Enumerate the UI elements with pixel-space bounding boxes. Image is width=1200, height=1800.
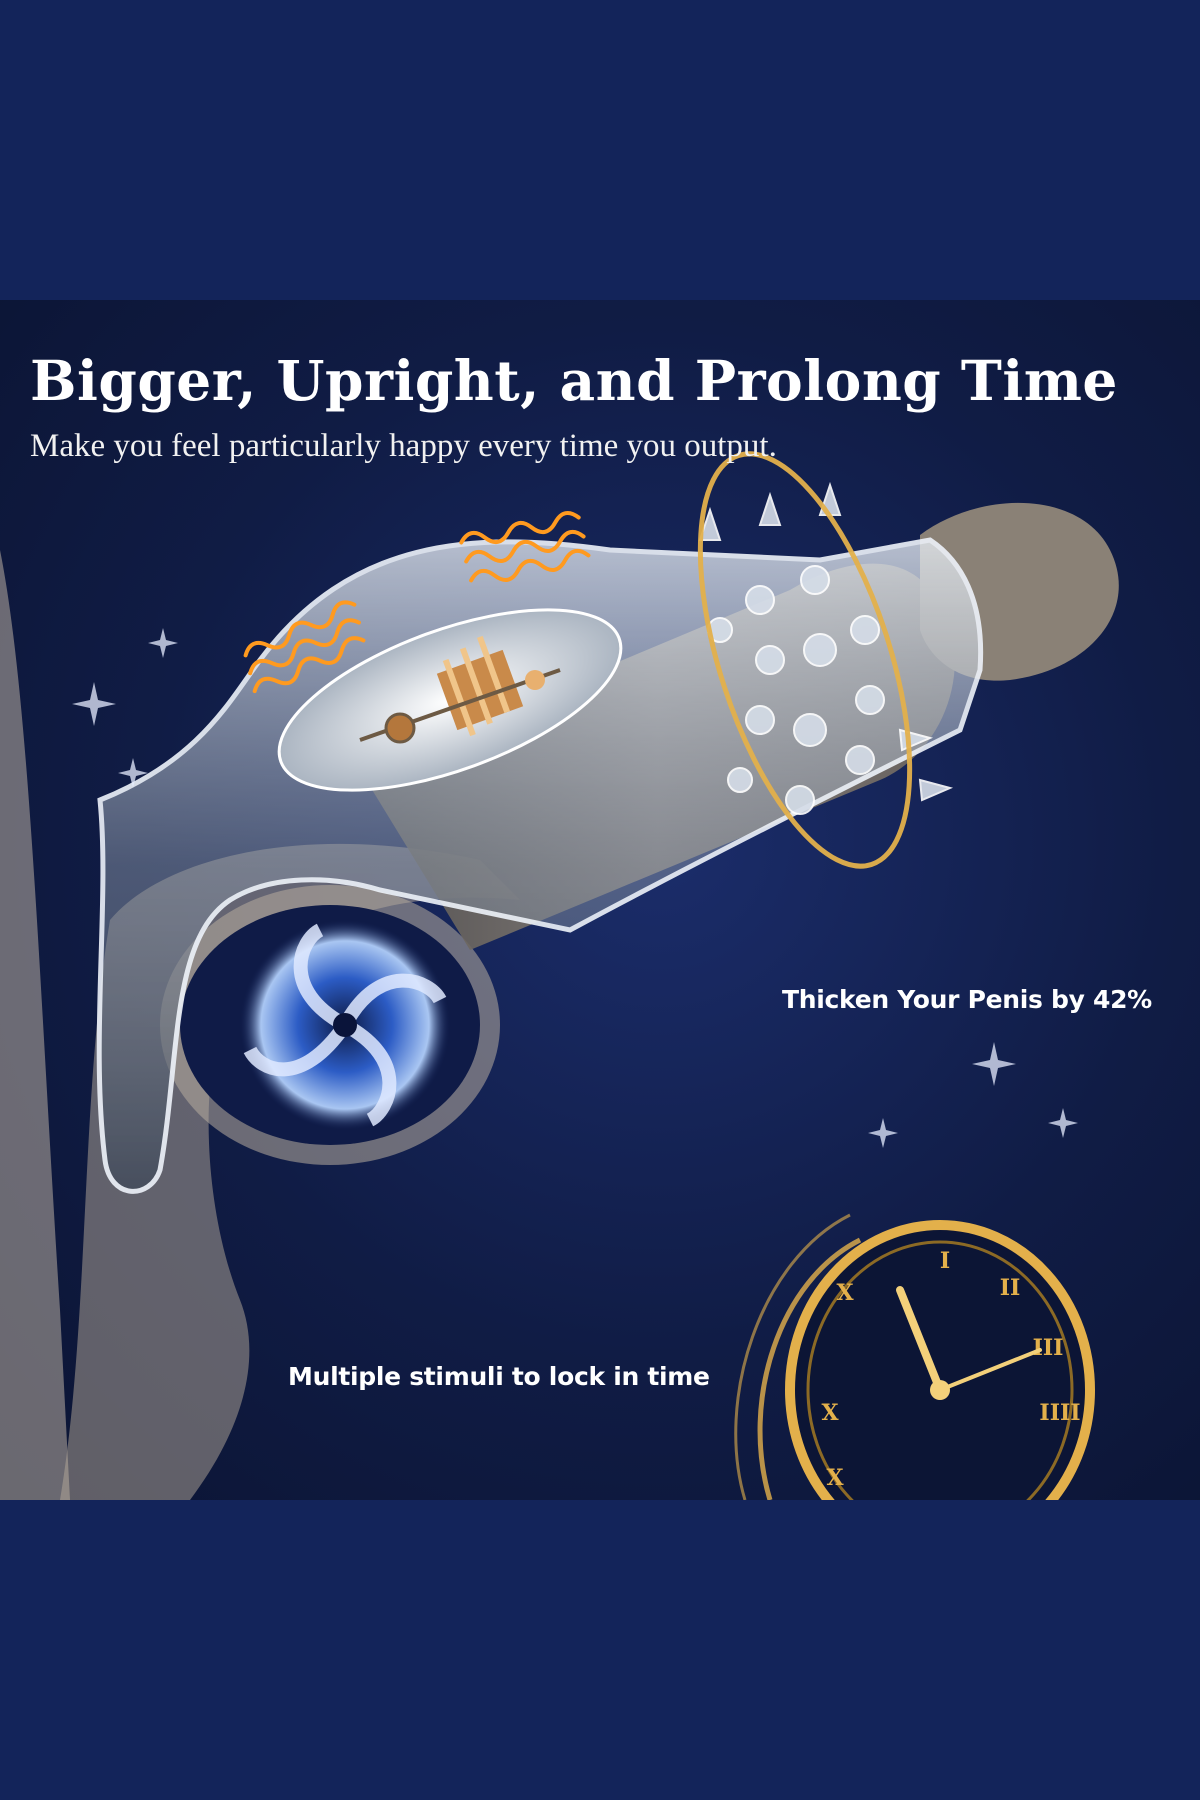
callout-stimuli: Multiple stimuli to lock in time	[288, 1362, 710, 1391]
body-silhouette	[0, 550, 70, 1500]
gold-ring	[697, 451, 913, 869]
svg-text:X: X	[836, 1280, 854, 1306]
sleeve-nubs	[698, 481, 954, 815]
vibration-waves-icon	[243, 510, 591, 694]
clock-icon: I II III IIII X X X	[734, 1213, 1095, 1500]
panel-subtitle: Make you feel particularly happy every t…	[30, 428, 777, 464]
svg-text:III: III	[1033, 1335, 1064, 1361]
svg-text:I: I	[940, 1248, 950, 1274]
svg-text:IIII: IIII	[1039, 1400, 1080, 1426]
panel-title: Bigger, Upright, and Prolong Time	[30, 348, 1118, 413]
product-illustration: I II III IIII X X X	[0, 451, 1119, 1500]
sparkle-icon	[72, 628, 1078, 1148]
feature-panel: I II III IIII X X X Bigger, Upright, and…	[0, 300, 1200, 1500]
top-band	[0, 0, 1200, 300]
svg-text:X: X	[821, 1400, 839, 1426]
bottom-band	[0, 1500, 1200, 1800]
motor-icon	[277, 608, 623, 792]
svg-text:II: II	[1000, 1275, 1021, 1301]
callout-thicken: Thicken Your Penis by 42%	[782, 985, 1152, 1014]
svg-text:X: X	[826, 1465, 844, 1491]
vortex-icon	[240, 920, 450, 1130]
